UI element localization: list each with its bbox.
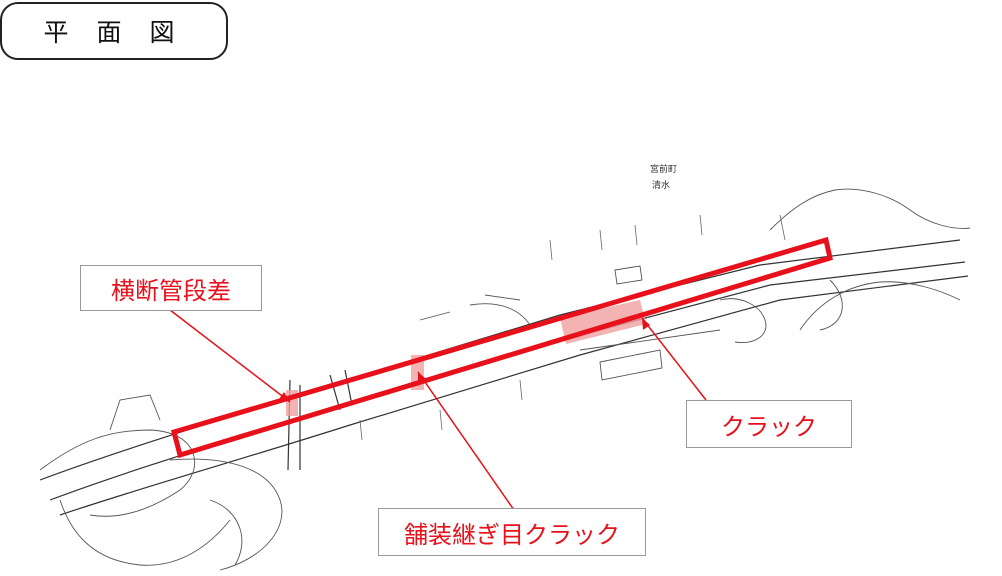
callout-crossing-pipe-step: 横断管段差: [80, 265, 262, 311]
map-sub-label: 清水: [652, 179, 670, 191]
leader-lines: [169, 309, 707, 511]
leader-arrowheads: [279, 318, 650, 402]
map-place-label: 宮前町: [650, 163, 677, 175]
leader-joint-crack: [417, 371, 515, 511]
drawing-title: 平 面 図: [0, 2, 228, 60]
callout-joint-crack: 舗装継ぎ目クラック: [378, 508, 646, 556]
callout-crack: クラック: [686, 400, 852, 448]
terrain-contours: [39, 188, 971, 571]
leader-pipe-step: [169, 309, 291, 403]
leader-crack: [641, 317, 707, 401]
survey-section-outline: [170, 236, 833, 459]
survey-ticks: [359, 214, 786, 441]
